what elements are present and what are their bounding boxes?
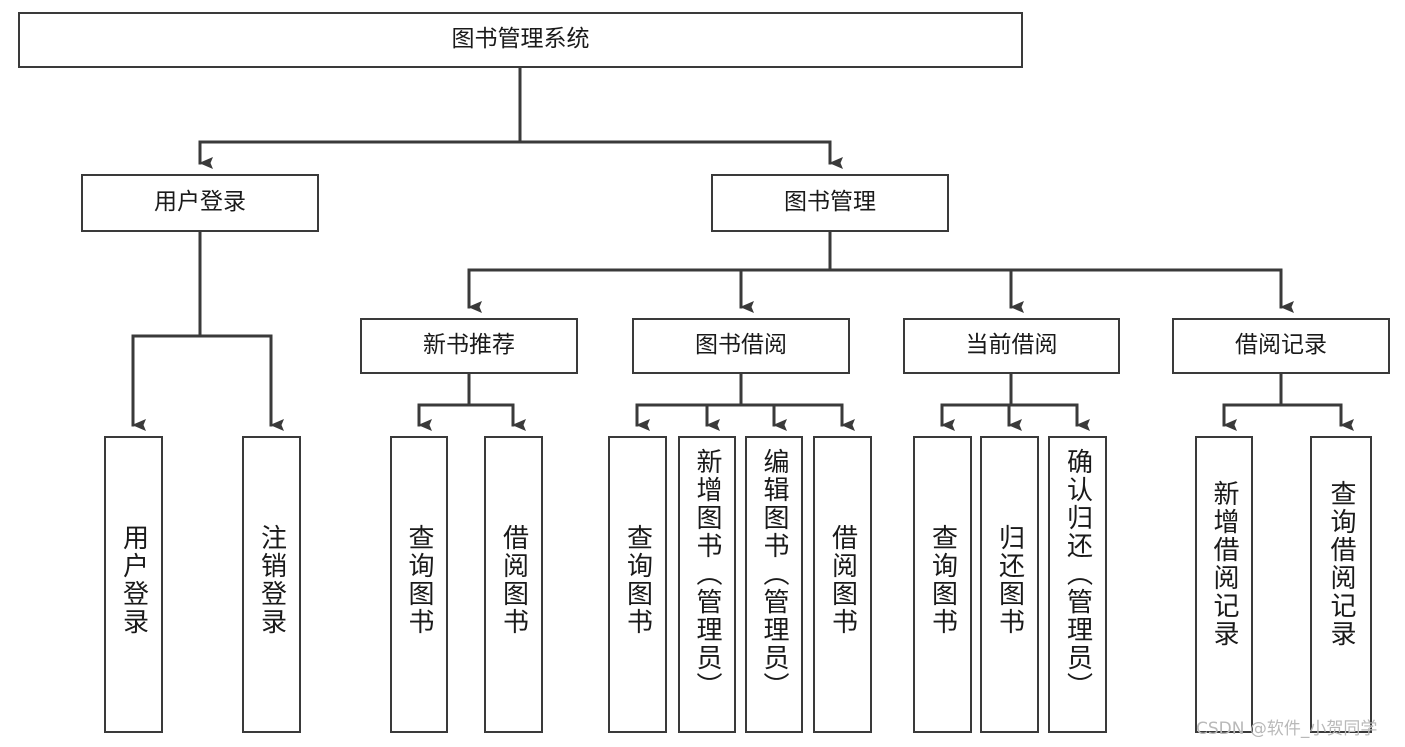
node-leaf-add-book-label: 新增图书（管理员）: [692, 448, 722, 700]
node-borrow-record-label: 借阅记录: [1235, 332, 1327, 359]
csdn-watermark: CSDN @软件_小贺同学: [1196, 719, 1378, 739]
node-root-label: 图书管理系统: [451, 26, 590, 53]
node-leaf-user-logout[interactable]: 注销登录: [242, 436, 301, 733]
node-leaf-user-login[interactable]: 用户登录: [104, 436, 163, 733]
node-leaf-borrow-book-2-label: 借阅图书: [827, 524, 858, 636]
node-leaf-add-record[interactable]: 新增借阅记录: [1195, 436, 1253, 733]
node-leaf-query-book-1-label: 查询图书: [404, 524, 434, 636]
node-leaf-query-book-2[interactable]: 查询图书: [608, 436, 667, 733]
node-leaf-user-logout-label: 注销登录: [256, 524, 287, 636]
node-current-borrow[interactable]: 当前借阅: [903, 318, 1120, 374]
node-leaf-query-book-3[interactable]: 查询图书: [913, 436, 972, 733]
node-leaf-query-book-1[interactable]: 查询图书: [390, 436, 448, 733]
node-leaf-query-record-label: 查询借阅记录: [1326, 480, 1356, 648]
node-leaf-confirm-return[interactable]: 确认归还（管理员）: [1048, 436, 1107, 733]
node-leaf-borrow-book-1-label: 借阅图书: [498, 524, 529, 636]
node-user-login-label: 用户登录: [154, 189, 246, 216]
node-book-borrow[interactable]: 图书借阅: [632, 318, 850, 374]
node-leaf-confirm-return-label: 确认归还（管理员）: [1062, 448, 1093, 700]
node-leaf-edit-book[interactable]: 编辑图书（管理员）: [745, 436, 803, 733]
node-current-borrow-label: 当前借阅: [965, 332, 1058, 359]
node-borrow-record[interactable]: 借阅记录: [1172, 318, 1390, 374]
node-root[interactable]: 图书管理系统: [18, 12, 1023, 68]
node-book-manage[interactable]: 图书管理: [711, 174, 949, 232]
node-leaf-add-book[interactable]: 新增图书（管理员）: [678, 436, 736, 733]
node-new-book-rec[interactable]: 新书推荐: [360, 318, 578, 374]
node-leaf-query-book-3-label: 查询图书: [927, 524, 958, 636]
node-new-book-rec-label: 新书推荐: [423, 332, 515, 359]
node-leaf-return-book-label: 归还图书: [994, 524, 1025, 636]
node-leaf-query-book-2-label: 查询图书: [622, 524, 653, 636]
node-leaf-query-record[interactable]: 查询借阅记录: [1310, 436, 1372, 733]
node-leaf-return-book[interactable]: 归还图书: [980, 436, 1039, 733]
node-leaf-edit-book-label: 编辑图书（管理员）: [759, 448, 789, 700]
node-leaf-borrow-book-2[interactable]: 借阅图书: [813, 436, 872, 733]
node-leaf-add-record-label: 新增借阅记录: [1209, 480, 1239, 648]
node-leaf-user-login-label: 用户登录: [118, 524, 149, 636]
node-user-login[interactable]: 用户登录: [81, 174, 319, 232]
node-book-borrow-label: 图书借阅: [695, 332, 787, 359]
node-book-manage-label: 图书管理: [784, 189, 876, 216]
node-leaf-borrow-book-1[interactable]: 借阅图书: [484, 436, 543, 733]
